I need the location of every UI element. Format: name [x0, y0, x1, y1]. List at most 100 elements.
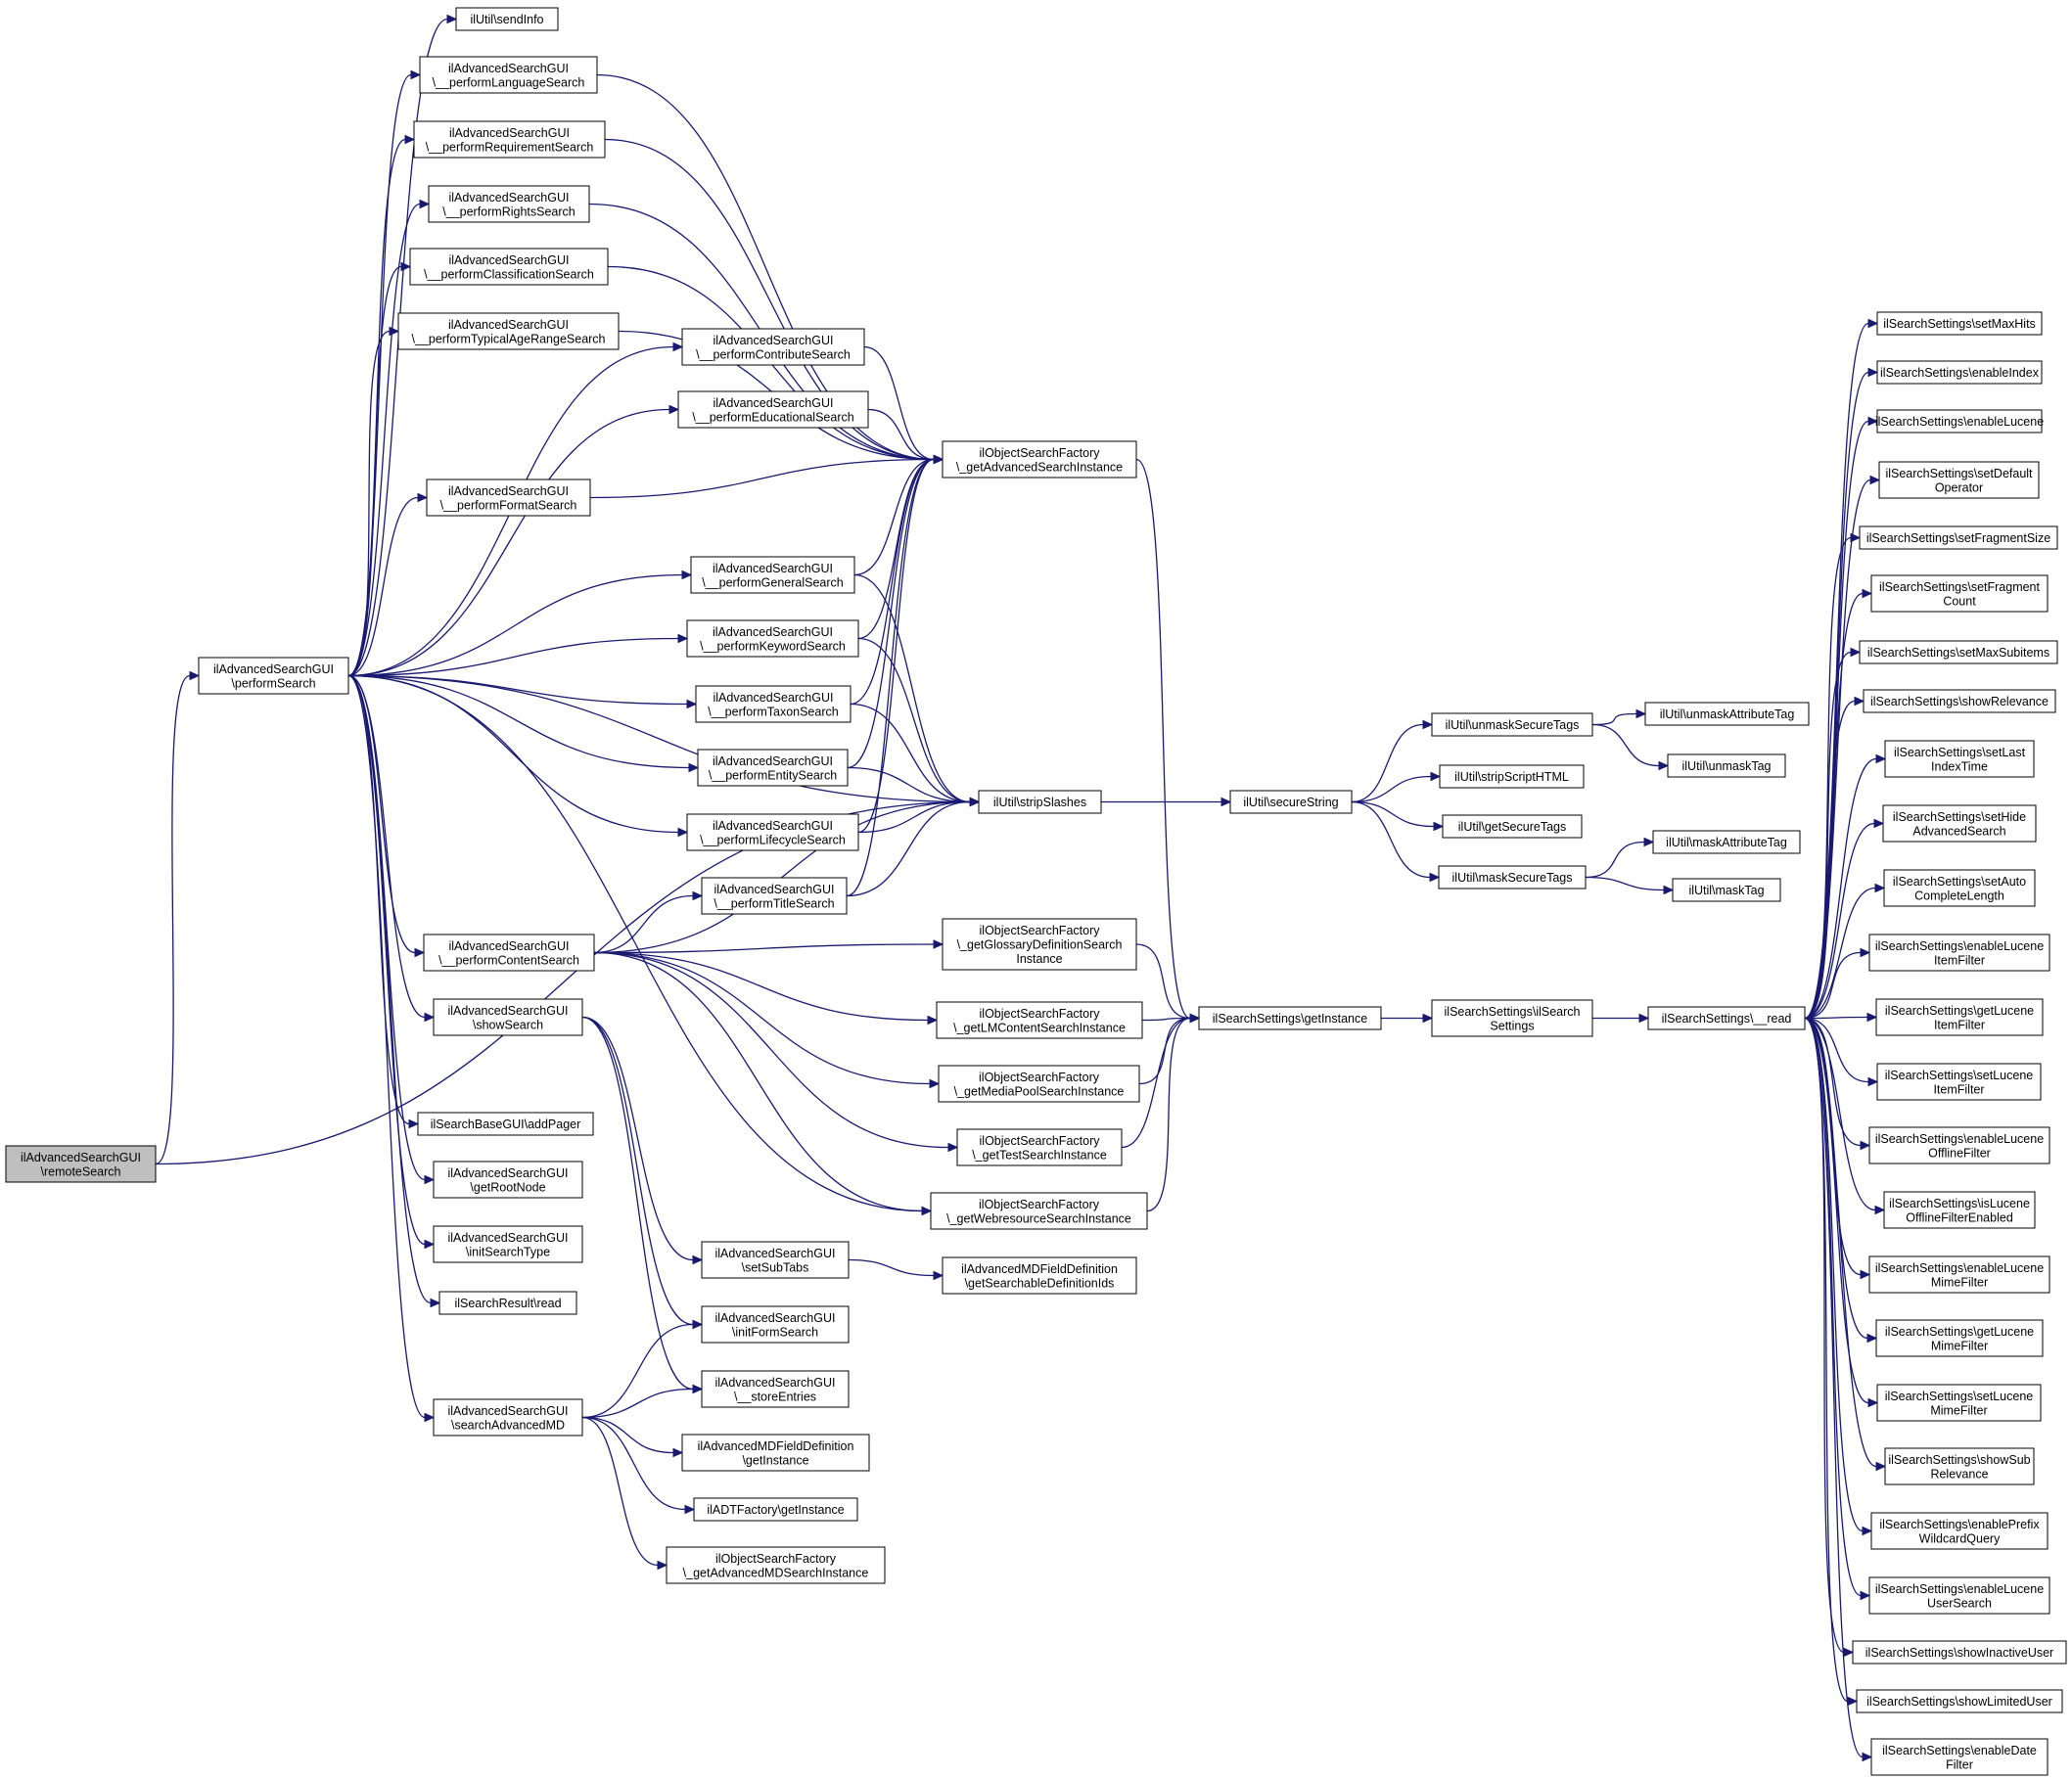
edge-settings-read-to-enable-prefix-wildcard-query — [1804, 1017, 1873, 1536]
node-webres-inst[interactable]: ilObjectSearchFactory\_getWebresourceSea… — [930, 1192, 1148, 1230]
node-p-lifecycle[interactable]: ilAdvancedSearchGUI\__performLifecycleSe… — [686, 813, 859, 851]
node-box — [417, 1112, 594, 1136]
node-unmask-attr-tag[interactable]: ilUtil\unmaskAttributeTag — [1644, 702, 1810, 726]
node-p-educational[interactable]: ilAdvancedSearchGUI\__performEducational… — [677, 390, 869, 429]
node-box — [938, 1065, 1140, 1103]
node-set-max-hits[interactable]: ilSearchSettings\setMaxHits — [1876, 311, 2043, 336]
node-show-limited-user[interactable]: ilSearchSettings\showLimitedUser — [1856, 1689, 2063, 1713]
node-glossary-inst[interactable]: ilObjectSearchFactory\_getGlossaryDefini… — [942, 918, 1137, 971]
node-settings-read[interactable]: ilSearchSettings\__read — [1647, 1006, 1806, 1030]
node-send-info[interactable]: ilUtil\sendInfo — [455, 7, 559, 31]
node-label: UserSearch — [1927, 1596, 1992, 1610]
node-show-inactive-user[interactable]: ilSearchSettings\showInactiveUser — [1852, 1640, 2067, 1665]
node-unmask-tag[interactable]: ilUtil\unmaskTag — [1667, 753, 1786, 778]
node-box — [686, 813, 859, 851]
node-set-fragment-size[interactable]: ilSearchSettings\setFragmentSize — [1859, 525, 2058, 550]
node-mask-tag[interactable]: ilUtil\maskTag — [1672, 878, 1781, 902]
node-enable-index[interactable]: ilSearchSettings\enableIndex — [1876, 360, 2043, 385]
node-p-typical-age[interactable]: ilAdvancedSearchGUI\__performTypicalAgeR… — [397, 312, 620, 350]
node-p-content[interactable]: ilAdvancedSearchGUI\__performContentSear… — [423, 934, 595, 972]
edge-line — [1804, 700, 1856, 1020]
edge-perform-search-to-search-advanced-md — [347, 674, 436, 1423]
node-p-format[interactable]: ilAdvancedSearchGUI\__performFormatSearc… — [426, 479, 591, 517]
node-is-lucene-offline-filter-enabled[interactable]: ilSearchSettings\isLuceneOfflineFilterEn… — [1883, 1191, 2036, 1229]
node-p-general[interactable]: ilAdvancedSearchGUI\__performGeneralSear… — [690, 556, 855, 594]
node-box — [701, 1370, 850, 1408]
node-label: ilSearchSettings\showLimitedUser — [1866, 1695, 2052, 1709]
edge-line — [1804, 1017, 1864, 1532]
node-store-entries[interactable]: ilAdvancedSearchGUI\__storeEntries — [701, 1370, 850, 1408]
node-p-entity[interactable]: ilAdvancedSearchGUI\__performEntitySearc… — [697, 749, 849, 787]
node-md-field-get-instance[interactable]: ilAdvancedMDFieldDefinition\getInstance — [681, 1434, 870, 1472]
node-p-taxon[interactable]: ilAdvancedSearchGUI\__performTaxonSearch — [695, 685, 852, 723]
node-searchable-ids[interactable]: ilAdvancedMDFieldDefinition\getSearchabl… — [942, 1256, 1137, 1295]
node-perform-search[interactable]: ilAdvancedSearchGUI\performSearch — [198, 657, 349, 695]
node-search-advanced-md[interactable]: ilAdvancedSearchGUI\searchAdvancedMD — [433, 1398, 583, 1437]
node-enable-lucene[interactable]: ilSearchSettings\enableLucene — [1875, 409, 2044, 433]
node-get-secure-tags[interactable]: ilUtil\getSecureTags — [1442, 814, 1583, 839]
node-box — [1652, 830, 1801, 854]
node-box — [978, 790, 1102, 814]
node-mask-secure-tags[interactable]: ilUtil\maskSecureTags — [1438, 865, 1587, 890]
node-test-inst[interactable]: ilObjectSearchFactory\_getTestSearchInst… — [956, 1128, 1123, 1166]
node-unmask-secure-tags[interactable]: ilUtil\unmaskSecureTags — [1431, 712, 1593, 737]
node-get-root-node[interactable]: ilAdvancedSearchGUI\getRootNode — [433, 1161, 583, 1199]
node-secure-string[interactable]: ilUtil\secureString — [1229, 790, 1353, 814]
node-label: MimeFilter — [1930, 1403, 1987, 1417]
node-box — [1876, 1063, 2042, 1101]
node-label: MimeFilter — [1931, 1275, 1988, 1289]
node-set-max-subitems[interactable]: ilSearchSettings\setMaxSubitems — [1859, 640, 2058, 664]
node-remote-search[interactable]: ilAdvancedSearchGUI\remoteSearch — [5, 1145, 157, 1183]
node-p-classification[interactable]: ilAdvancedSearchGUI\__performClassificat… — [409, 248, 609, 286]
node-strip-script-html[interactable]: ilUtil\stripScriptHTML — [1439, 764, 1585, 789]
edge-line — [347, 674, 679, 834]
edge-arrowhead — [424, 1239, 436, 1250]
edge-show-search-to-set-sub-tabs — [581, 1016, 704, 1265]
edge-remote-search-to-perform-search — [155, 670, 201, 1165]
node-label: \initFormSearch — [732, 1325, 818, 1339]
node-p-keyword[interactable]: ilAdvancedSearchGUI\__performKeywordSear… — [686, 619, 859, 658]
node-p-rights[interactable]: ilAdvancedSearchGUI\__performRightsSearc… — [428, 185, 590, 223]
node-set-sub-tabs[interactable]: ilAdvancedSearchGUI\setSubTabs — [701, 1241, 850, 1279]
edge-arrowhead — [677, 827, 689, 838]
node-p-contribute[interactable]: ilAdvancedSearchGUI\__performContributeS… — [681, 328, 865, 366]
node-p-requirement[interactable]: ilAdvancedSearchGUI\__performRequirement… — [413, 120, 606, 159]
node-show-relevance[interactable]: ilSearchSettings\showRelevance — [1863, 689, 2056, 713]
node-settings-get-instance[interactable]: ilSearchSettings\getInstance — [1198, 1006, 1382, 1030]
node-init-search-type[interactable]: ilAdvancedSearchGUI\initSearchType — [433, 1225, 583, 1263]
node-show-search[interactable]: ilAdvancedSearchGUI\showSearch — [433, 998, 583, 1036]
node-add-pager[interactable]: ilSearchBaseGUI\addPager — [417, 1112, 594, 1136]
node-media-pool-inst[interactable]: ilObjectSearchFactory\_getMediaPoolSearc… — [938, 1065, 1140, 1103]
node-strip-slashes[interactable]: ilUtil\stripSlashes — [978, 790, 1102, 814]
node-adv-search-inst[interactable]: ilObjectSearchFactory\_getAdvancedSearch… — [942, 440, 1137, 479]
node-p-language[interactable]: ilAdvancedSearchGUI\__performLanguageSea… — [419, 56, 598, 94]
node-label: ilUtil\stripScriptHTML — [1454, 770, 1569, 784]
node-p-title[interactable]: ilAdvancedSearchGUI\__performTitleSearch — [701, 877, 848, 915]
node-enable-lucene-offline-filter[interactable]: ilSearchSettings\enableLuceneOfflineFilt… — [1868, 1126, 2050, 1164]
node-label: \__performGeneralSearch — [702, 575, 844, 589]
node-init-form-search[interactable]: ilAdvancedSearchGUI\initFormSearch — [701, 1305, 850, 1344]
node-lm-content-inst[interactable]: ilObjectSearchFactory\_getLMContentSearc… — [936, 1001, 1143, 1039]
node-result-read[interactable]: ilSearchResult\read — [438, 1291, 577, 1315]
edge-search-advanced-md-to-md-field-get-instance — [581, 1416, 684, 1458]
node-adt-factory[interactable]: ilADTFactory\getInstance — [693, 1497, 858, 1522]
node-adv-mdsearch-inst[interactable]: ilObjectSearchFactory\_getAdvancedMDSear… — [666, 1546, 886, 1584]
node-settings-ctor[interactable]: ilSearchSettings\ilSearchSettings — [1431, 999, 1593, 1037]
node-enable-prefix-wildcard-query[interactable]: ilSearchSettings\enablePrefixWildcardQue… — [1870, 1512, 2049, 1550]
node-mask-attr-tag[interactable]: ilUtil\maskAttributeTag — [1652, 830, 1801, 854]
node-label: ilSearchSettings\setHide — [1893, 810, 2026, 824]
